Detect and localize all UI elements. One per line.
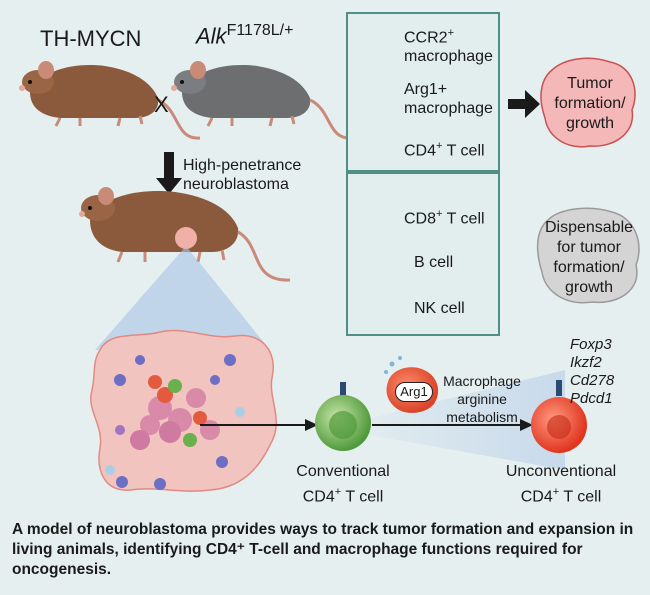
down-arrow bbox=[156, 152, 182, 194]
tumor-spot bbox=[175, 227, 197, 249]
nk-cell-label: NK cell bbox=[414, 300, 465, 317]
arg1-macrophage-label: Arg1+ macrophage bbox=[404, 81, 493, 117]
tumor-mass bbox=[90, 329, 278, 492]
arg1-tag: Arg1 bbox=[395, 382, 433, 402]
required-arrow bbox=[508, 90, 540, 118]
cd4-t-cell-label: CD4+ T cell bbox=[404, 140, 485, 160]
mouse-th-mycn bbox=[19, 61, 201, 140]
cd8-t-cell-label: CD8+ T cell bbox=[404, 208, 485, 228]
th-mycn-label: TH-MYCN bbox=[40, 26, 142, 51]
alk-label: AlkF1178L/+ bbox=[196, 22, 294, 49]
unconventional-label: Unconventional CD4+ T cell bbox=[505, 463, 617, 506]
light-beam bbox=[370, 370, 565, 470]
conventional-label: Conventional CD4+ T cell bbox=[296, 463, 390, 506]
dispensable-blob bbox=[536, 207, 640, 304]
zoom-cone bbox=[95, 246, 270, 350]
gene-foxp3: Foxp3 bbox=[570, 336, 612, 353]
mouse-alk bbox=[171, 61, 353, 140]
dispensable-cells-box bbox=[346, 172, 500, 336]
caption: A model of neuroblastoma provides ways t… bbox=[12, 521, 634, 578]
mouse-tumor bbox=[79, 187, 291, 282]
b-cell-label: B cell bbox=[414, 254, 454, 271]
cross-symbol: X bbox=[154, 92, 169, 117]
arrow-to-unconventional bbox=[372, 419, 533, 431]
gene-cd278: Cd278 bbox=[570, 372, 615, 389]
ccr2-macrophage-label: CCR2+ macrophage bbox=[404, 27, 493, 66]
conventional-cd4-cell bbox=[315, 382, 371, 451]
gene-list: Foxp3 Ikzf2 Cd278 Pdcd1 bbox=[570, 336, 614, 408]
tumor-formation-blob bbox=[540, 57, 636, 148]
gene-pdcd1: Pdcd1 bbox=[570, 390, 613, 407]
unconventional-cd4-cell bbox=[531, 380, 587, 453]
gene-ikzf2: Ikzf2 bbox=[570, 354, 602, 371]
arrow-to-conventional bbox=[200, 419, 318, 431]
required-cells-box bbox=[346, 12, 500, 172]
